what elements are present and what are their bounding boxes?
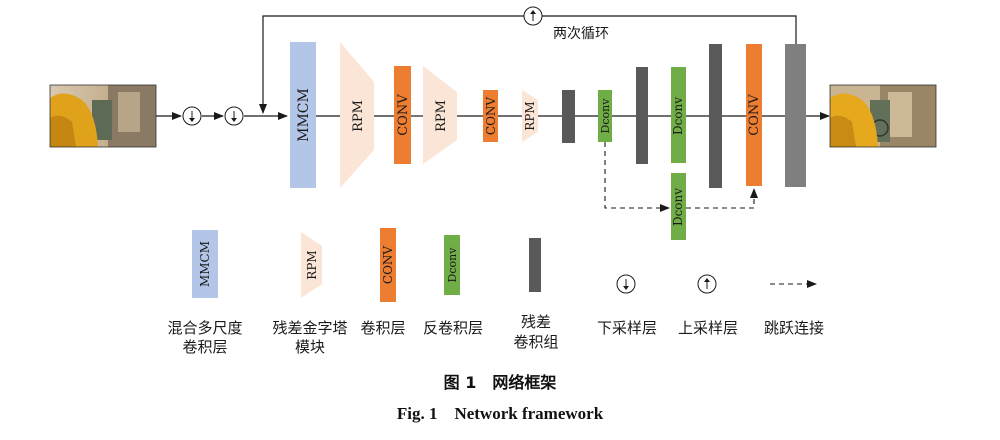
rpm-block-2: RPM: [423, 66, 457, 164]
caption-chinese: 图 1 网络框架: [444, 373, 557, 392]
legend: MMCM 混合多尺度 卷积层 RPM 残差金字塔 模块 CONV 卷积层 Dco…: [167, 228, 824, 356]
legend-down-sampling: 下采样层: [597, 274, 657, 337]
dconv-block-3-label: Dconv: [671, 188, 685, 226]
legend-conv: CONV 卷积层: [360, 228, 406, 337]
mmcm-block: MMCM: [290, 42, 316, 188]
dconv-block-1-label: Dconv: [599, 98, 612, 134]
legend-up-desc: 上采样层: [678, 319, 738, 337]
conv-block-3-label: CONV: [747, 94, 762, 136]
residual-group-3: [709, 44, 722, 188]
skip-connection: [604, 142, 758, 212]
input-image: [49, 84, 157, 148]
dconv-block-1: Dconv: [598, 90, 612, 142]
conv-block-1: CONV: [394, 66, 411, 164]
legend-conv-label: CONV: [381, 246, 395, 285]
legend-dconv-label: Dconv: [446, 247, 459, 283]
legend-up-sampling: 上采样层: [678, 274, 738, 337]
residual-group-2: [636, 67, 648, 164]
loop-label: 两次循环: [553, 26, 609, 42]
legend-dconv-desc: 反卷积层: [423, 319, 483, 337]
rpm-block-3: RPM: [522, 90, 538, 142]
conv-block-2-label: CONV: [484, 97, 498, 136]
legend-skip-connection: 跳跃连接: [764, 280, 824, 337]
down-sampling-icon: [616, 274, 636, 294]
legend-down-desc: 下采样层: [597, 319, 657, 337]
down-sampling-icon-1: [182, 106, 202, 126]
up-sampling-icon-loop: [523, 6, 543, 26]
rpm-block-2-label: RPM: [434, 100, 449, 132]
rpm-block-1: RPM: [340, 42, 374, 188]
legend-residual-desc-1: 残差: [521, 313, 551, 331]
legend-mmcm-desc-2: 卷积层: [182, 338, 227, 356]
conv-block-3: CONV: [746, 44, 762, 186]
legend-mmcm-label: MMCM: [198, 241, 212, 287]
conv-block-2: CONV: [483, 90, 498, 142]
rpm-block-3-label: RPM: [523, 101, 537, 130]
legend-mmcm: MMCM 混合多尺度 卷积层: [167, 230, 243, 356]
output-image: [829, 84, 937, 148]
legend-mmcm-desc-1: 混合多尺度: [167, 319, 242, 337]
legend-rpm-desc-2: 模块: [295, 338, 325, 356]
legend-residual-desc-2: 卷积组: [513, 333, 558, 351]
mmcm-block-label: MMCM: [296, 88, 312, 142]
residual-group-1: [562, 90, 575, 143]
legend-conv-desc: 卷积层: [360, 319, 405, 337]
legend-rpm-label: RPM: [305, 250, 319, 279]
legend-skip-desc: 跳跃连接: [764, 319, 824, 337]
caption-english: Fig. 1 Network framework: [397, 404, 604, 423]
legend-dconv: Dconv 反卷积层: [423, 235, 483, 337]
legend-rpm-desc-1: 残差金字塔: [272, 319, 347, 337]
dconv-block-3: Dconv: [671, 173, 686, 240]
rpm-block-1-label: RPM: [351, 100, 366, 132]
residual-group-4: [785, 44, 806, 187]
down-sampling-icon-2: [224, 106, 244, 126]
conv-block-1-label: CONV: [396, 94, 411, 136]
dconv-block-2-label: Dconv: [671, 97, 685, 135]
dconv-block-2: Dconv: [671, 67, 686, 163]
legend-rpm: RPM 残差金字塔 模块: [272, 232, 348, 356]
up-sampling-icon: [697, 274, 717, 294]
legend-residual: 残差 卷积组: [513, 238, 559, 351]
